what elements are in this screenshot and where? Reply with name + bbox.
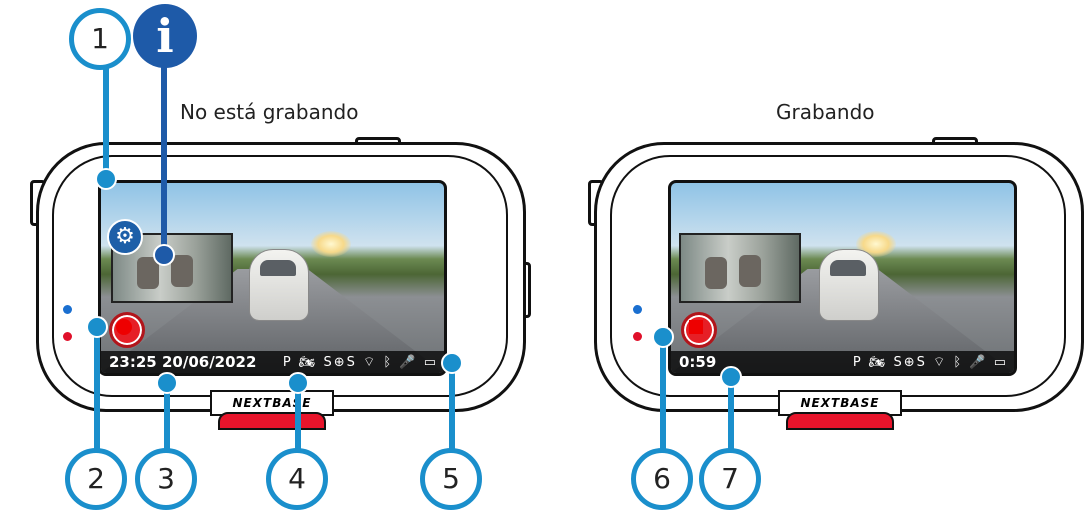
callout-6: 6 (631, 448, 693, 510)
sos-icon: S⊕S (323, 355, 357, 370)
info-line (161, 60, 167, 250)
rear-camera-pip-right[interactable] (679, 233, 801, 303)
record-button[interactable] (109, 312, 145, 348)
battery-icon: ▭ (993, 355, 1008, 370)
callout-7: 7 (699, 448, 761, 510)
car-image (249, 249, 309, 321)
callout-2: 2 (65, 448, 127, 510)
settings-gear-icon[interactable]: ⚙ (107, 219, 143, 255)
status-icons-right: P 🏍 S⊕S ⌔ ᛒ 🎤 ▭ (853, 354, 1008, 370)
right-title: Grabando (776, 100, 875, 124)
bluetooth-icon: ᛒ (383, 355, 394, 370)
callout-3-line (164, 380, 170, 450)
mount-red-bar (218, 412, 326, 430)
callout-5-line (449, 368, 455, 450)
bluetooth-icon: ᛒ (953, 355, 964, 370)
car-image-right (819, 249, 879, 321)
sun-glare (311, 231, 351, 257)
nextbase-logo: NEXTBASE (210, 390, 334, 416)
led-blue (63, 305, 72, 314)
info-dot (153, 244, 175, 266)
wifi-icon: ⌔ (933, 355, 948, 370)
callout-7-dot (720, 366, 742, 388)
callout-2-line (94, 330, 100, 450)
rear-camera-pip[interactable] (111, 233, 233, 303)
led-red (63, 332, 72, 341)
mount-red-bar-right (786, 412, 894, 430)
info-icon: i (133, 4, 197, 68)
callout-1: 1 (69, 8, 131, 70)
motorbike-icon: 🏍 (868, 355, 888, 370)
parking-icon: P (282, 355, 293, 370)
battery-icon: ▭ (423, 355, 438, 370)
callout-1-dot (95, 168, 117, 190)
callout-4-dot (287, 372, 309, 394)
led-red-right (633, 332, 642, 341)
parking-icon: P (852, 355, 863, 370)
mic-icon: 🎤 (969, 355, 988, 370)
sos-icon: S⊕S (893, 355, 927, 370)
callout-5-dot (441, 352, 463, 374)
callout-7-line (728, 380, 734, 450)
screen-recording: 0:59 P 🏍 S⊕S ⌔ ᛒ 🎤 ▭ (668, 180, 1017, 376)
callout-3: 3 (135, 448, 197, 510)
status-bar-right: 0:59 P 🏍 S⊕S ⌔ ᛒ 🎤 ▭ (671, 351, 1014, 373)
callout-1-line (103, 60, 109, 178)
status-bar: 23:25 20/06/2022 P 🏍 S⊕S ⌔ ᛒ 🎤 ▭ (101, 351, 444, 373)
callout-6-line (660, 340, 666, 450)
callout-4-line (295, 380, 301, 450)
screen-not-recording: ⚙ 23:25 20/06/2022 P 🏍 S⊕S ⌔ ᛒ 🎤 ▭ (98, 180, 447, 376)
callout-3-dot (156, 372, 178, 394)
date-time: 23:25 20/06/2022 (109, 353, 257, 371)
wifi-icon: ⌔ (363, 355, 378, 370)
nextbase-logo-right: NEXTBASE (778, 390, 902, 416)
stop-button[interactable] (681, 312, 717, 348)
recording-timer: 0:59 (679, 353, 717, 371)
callout-6-dot (652, 326, 674, 348)
callout-4: 4 (266, 448, 328, 510)
mic-icon: 🎤 (399, 355, 418, 370)
callout-2-dot (86, 316, 108, 338)
callout-5: 5 (420, 448, 482, 510)
status-icons: P 🏍 S⊕S ⌔ ᛒ 🎤 ▭ (283, 354, 438, 370)
motorbike-icon: 🏍 (298, 355, 318, 370)
left-title: No está grabando (180, 100, 359, 124)
led-blue-right (633, 305, 642, 314)
